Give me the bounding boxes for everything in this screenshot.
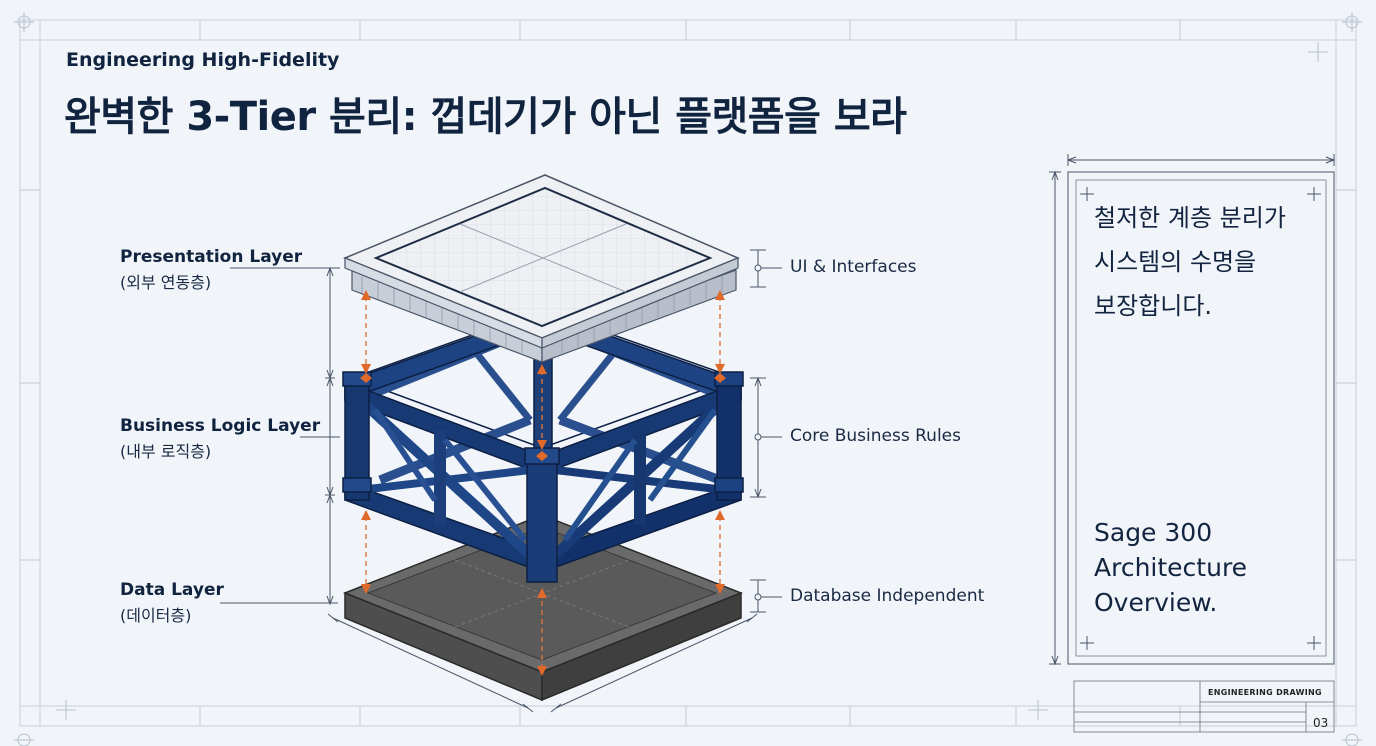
crosshair-icon — [14, 12, 1362, 746]
callout-ui-interfaces: UI & Interfaces — [790, 257, 917, 277]
side-panel-footer-line: Sage 300 — [1094, 518, 1213, 547]
data-layer-label: Data Layer (데이터층) — [120, 580, 224, 626]
drawing-frame — [19, 19, 1357, 727]
presentation-layer-slab — [343, 174, 740, 363]
side-panel-line: 시스템의 수명을 — [1094, 248, 1257, 276]
dimension-lines — [327, 613, 758, 713]
eyebrow-label: Engineering High-Fidelity — [66, 49, 340, 71]
presentation-layer-label: Presentation Layer (외부 연동층) — [120, 247, 302, 293]
callout-database-independent: Database Independent — [790, 586, 985, 606]
side-panel-line: 철저한 계층 분리가 — [1094, 204, 1286, 232]
callout-core-business-rules: Core Business Rules — [790, 426, 961, 446]
title-block-title: ENGINEERING DRAWING — [1208, 688, 1322, 697]
side-panel-footer-line: Architecture — [1094, 553, 1248, 582]
left-leaders — [220, 266, 340, 606]
interconnect-arrows — [365, 296, 721, 670]
connection-point-icon — [360, 373, 726, 461]
layer-subtitle: (내부 로직층) — [120, 442, 212, 461]
layer-name: Business Logic Layer — [120, 416, 321, 436]
title-block-frame — [1073, 680, 1335, 733]
business-logic-frame — [342, 309, 744, 583]
layer-subtitle: (데이터층) — [120, 606, 192, 625]
side-panel-frame — [1049, 154, 1336, 666]
business-logic-layer-label: Business Logic Layer (내부 로직층) — [120, 416, 320, 462]
page-title: 완벽한 3-Tier 분리: 껍데기가 아닌 플랫폼을 보라 — [64, 94, 907, 140]
side-panel-footer-line: Overview. — [1094, 588, 1218, 617]
layer-name: Data Layer — [120, 580, 224, 600]
layer-name: Presentation Layer — [120, 247, 303, 267]
side-panel-footer: Sage 300 Architecture Overview. — [1094, 515, 1324, 620]
side-panel-line: 보장합니다. — [1094, 292, 1213, 320]
frame-ticks — [20, 20, 1356, 726]
arrowhead-icon — [361, 290, 725, 676]
right-callouts — [750, 249, 782, 613]
side-panel-message: 철저한 계층 분리가 시스템의 수명을 보장합니다. — [1094, 196, 1324, 328]
title-block-sheet-number: 03 — [1313, 716, 1329, 730]
layer-subtitle: (외부 연동층) — [120, 273, 212, 292]
